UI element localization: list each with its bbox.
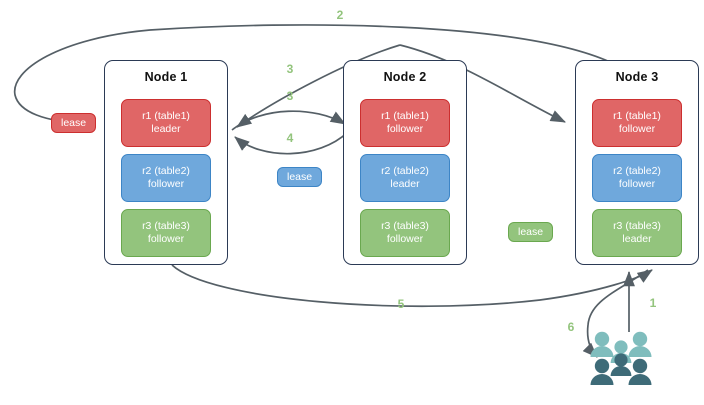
step-label-2: 2 bbox=[336, 8, 344, 22]
replica-role: leader bbox=[622, 233, 652, 245]
replica-role: leader bbox=[390, 178, 420, 190]
replica-name: r1 (table1) bbox=[142, 110, 190, 122]
replica-node-3-r2[interactable]: r2 (table2) follower bbox=[592, 154, 682, 202]
step-label-5: 5 bbox=[397, 297, 405, 311]
replica-name: r2 (table2) bbox=[381, 165, 429, 177]
arrow-step-6 bbox=[582, 269, 649, 358]
replica-node-1-r3[interactable]: r3 (table3) follower bbox=[121, 209, 211, 257]
arrow-step-4 bbox=[234, 131, 349, 155]
replica-name: r2 (table2) bbox=[613, 165, 661, 177]
replica-node-1-r2[interactable]: r2 (table2) follower bbox=[121, 154, 211, 202]
replica-node-2-r3[interactable]: r3 (table3) follower bbox=[360, 209, 450, 257]
users-icon bbox=[590, 331, 652, 385]
lease-label: lease bbox=[287, 171, 313, 183]
lease-label: lease bbox=[61, 117, 87, 129]
arrow-step-2 bbox=[13, 24, 611, 129]
replica-role: follower bbox=[618, 178, 656, 190]
step-label-3a: 3 bbox=[286, 62, 294, 76]
node-title: Node 2 bbox=[383, 70, 427, 84]
node-title: Node 3 bbox=[615, 70, 659, 84]
node-box-node-2[interactable]: Node 2 r1 (table1) follower r2 (table2) … bbox=[343, 60, 467, 265]
replica-node-2-r1[interactable]: r1 (table1) follower bbox=[360, 99, 450, 147]
replica-role: follower bbox=[386, 233, 424, 245]
replica-name: r3 (table3) bbox=[613, 220, 661, 232]
lease-label: lease bbox=[518, 226, 544, 238]
replica-name: r1 (table1) bbox=[381, 110, 429, 122]
node-title: Node 1 bbox=[144, 70, 188, 84]
replica-node-2-r2[interactable]: r2 (table2) leader bbox=[360, 154, 450, 202]
arrow-step-5 bbox=[171, 264, 653, 308]
replica-role: follower bbox=[386, 123, 424, 135]
replica-role: leader bbox=[151, 123, 181, 135]
arrow-step-3-upper bbox=[236, 44, 401, 128]
node-box-node-1[interactable]: Node 1 r1 (table1) leader r2 (table2) fo… bbox=[104, 60, 228, 265]
replica-name: r1 (table1) bbox=[613, 110, 661, 122]
replica-role: follower bbox=[147, 233, 185, 245]
replica-node-1-r1[interactable]: r1 (table1) leader bbox=[121, 99, 211, 147]
step-label-3b: 3 bbox=[286, 89, 294, 103]
replica-name: r2 (table2) bbox=[142, 165, 190, 177]
arrow-step-2-to-node3 bbox=[399, 44, 566, 123]
replica-node-3-r3[interactable]: r3 (table3) leader bbox=[592, 209, 682, 257]
node-box-node-3[interactable]: Node 3 r1 (table1) follower r2 (table2) … bbox=[575, 60, 699, 265]
replica-name: r3 (table3) bbox=[142, 220, 190, 232]
step-label-4: 4 bbox=[286, 131, 294, 145]
lease-badge-table3[interactable]: lease bbox=[508, 222, 554, 242]
replica-node-3-r1[interactable]: r1 (table1) follower bbox=[592, 99, 682, 147]
replica-role: follower bbox=[618, 123, 656, 135]
lease-badge-table2[interactable]: lease bbox=[277, 167, 323, 187]
step-label-1: 1 bbox=[649, 296, 657, 310]
lease-badge-table1[interactable]: lease bbox=[51, 113, 97, 133]
replica-name: r3 (table3) bbox=[381, 220, 429, 232]
replica-role: follower bbox=[147, 178, 185, 190]
step-label-6: 6 bbox=[567, 320, 575, 334]
arrow-step-3-lower bbox=[231, 110, 346, 131]
